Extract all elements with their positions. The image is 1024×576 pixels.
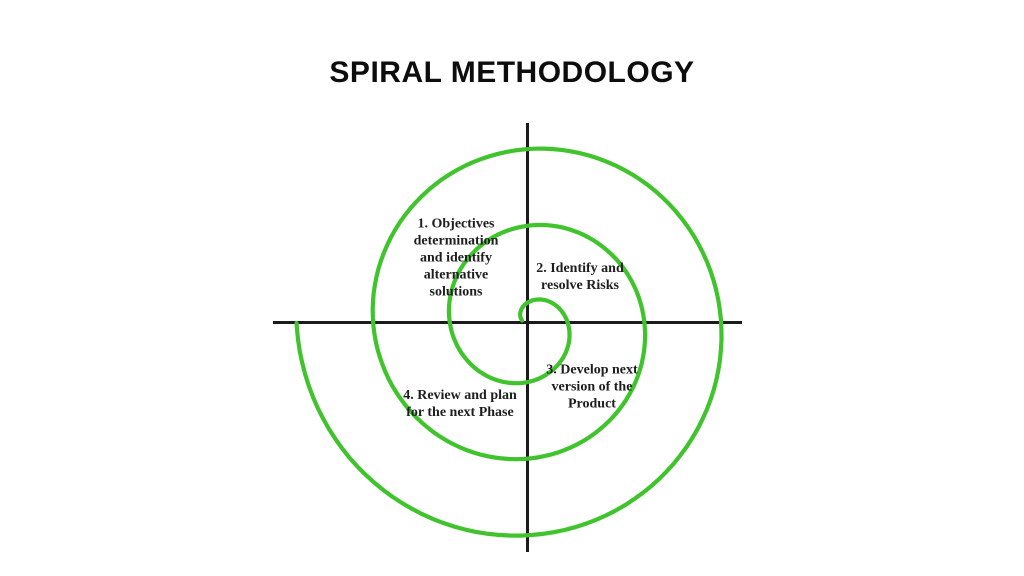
phase-2-label: 2. Identify and resolve Risks bbox=[536, 261, 624, 293]
page-title: SPIRAL METHODOLOGY bbox=[329, 56, 695, 89]
spiral-curve bbox=[294, 146, 724, 538]
phase-1-label: 1. Objectives determination and identify… bbox=[413, 216, 499, 300]
phase-3-label: 3. Develop next version of the Product bbox=[546, 362, 638, 412]
phase-4-label: 4. Review and plan for the next Phase bbox=[403, 388, 517, 420]
